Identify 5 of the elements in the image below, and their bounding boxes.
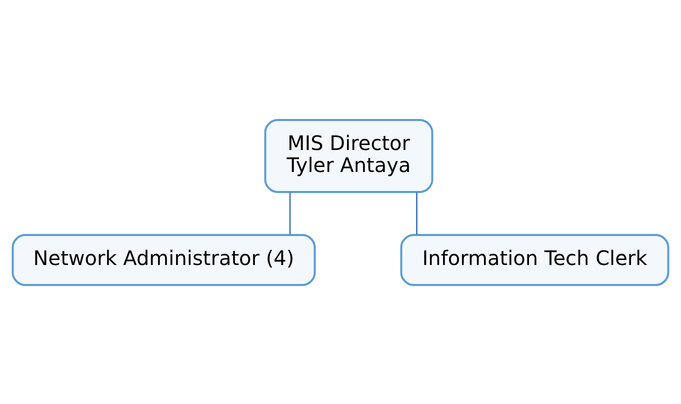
node-box: Information Tech Clerk: [400, 234, 670, 286]
connector: [289, 192, 291, 234]
connector: [416, 192, 418, 234]
node-box: Network Administrator (4): [12, 234, 316, 286]
node-box: MIS Director Tyler Antaya: [264, 118, 434, 192]
